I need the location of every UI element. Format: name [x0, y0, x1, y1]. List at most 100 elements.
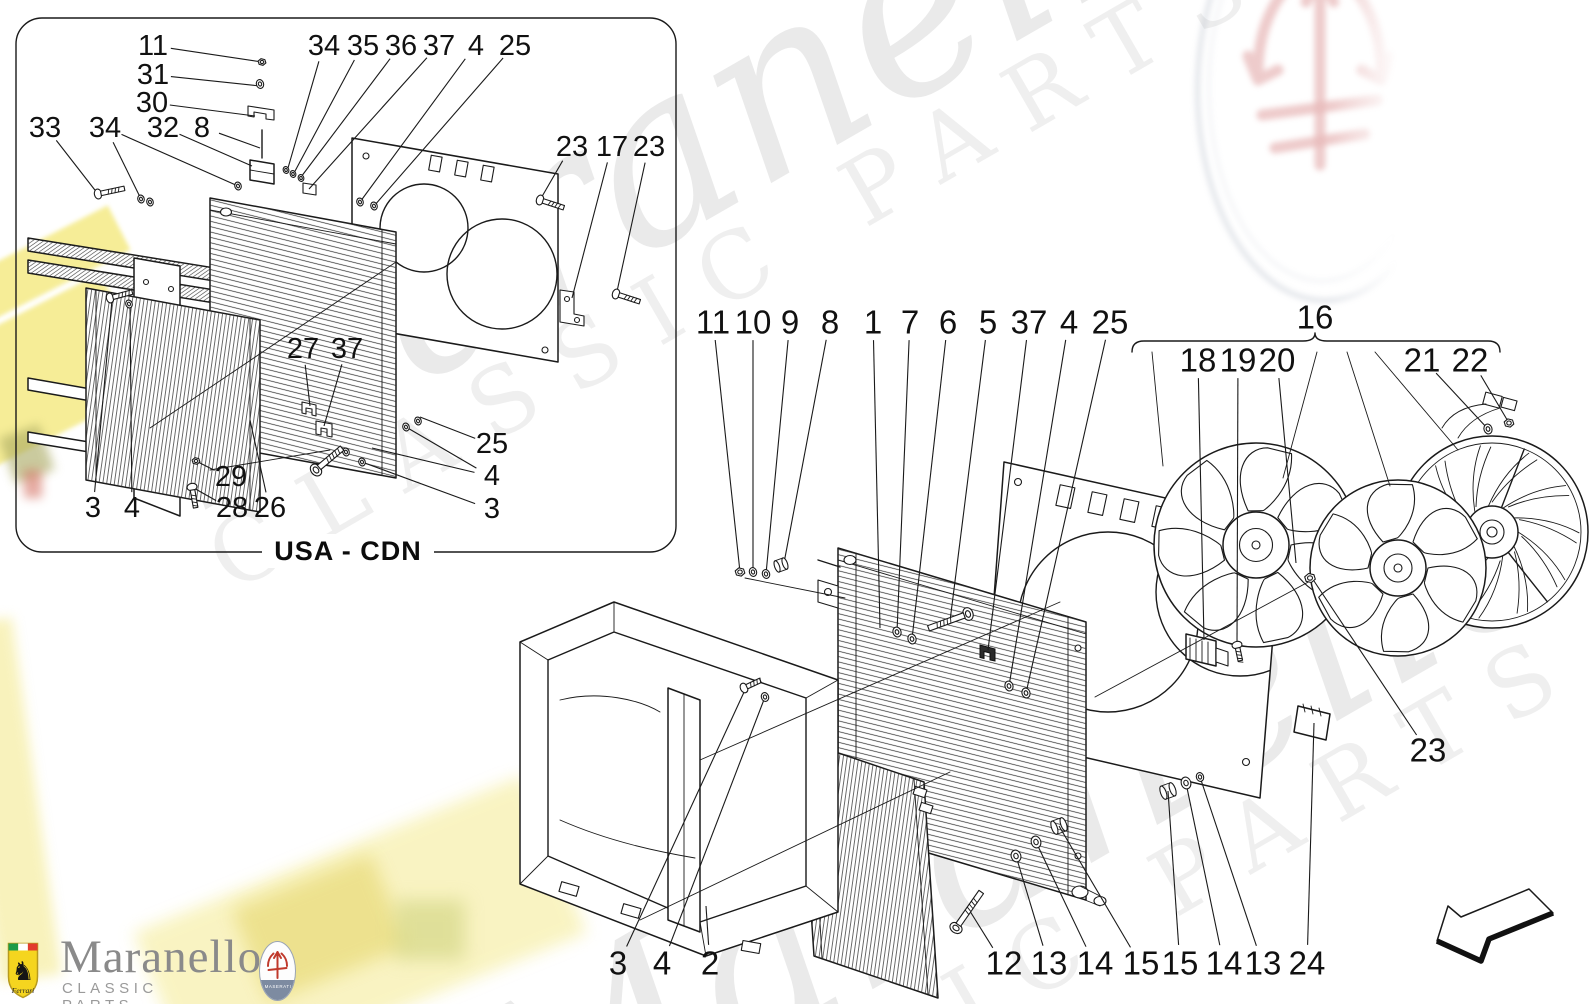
leader-line	[359, 58, 466, 203]
leader-line	[169, 104, 256, 117]
leader-line	[308, 57, 428, 190]
leader-line	[323, 364, 343, 427]
washer-part	[760, 692, 770, 702]
leader-line	[1199, 776, 1257, 946]
leader-line	[179, 133, 253, 167]
callout-label: 4	[1060, 304, 1078, 341]
callout-label: 23	[556, 131, 588, 163]
callout-label: 14	[1077, 945, 1114, 982]
leader-line	[783, 339, 827, 564]
callout-label: 26	[254, 492, 286, 524]
washer-part	[402, 422, 410, 432]
leader-line	[1185, 782, 1221, 946]
washer-part	[1483, 423, 1493, 435]
washer-part	[414, 416, 422, 426]
callout-label: 15	[1123, 945, 1160, 982]
cooling-fan	[1309, 479, 1487, 657]
leader-line	[361, 461, 476, 505]
leader-line	[1015, 855, 1044, 946]
leader-line	[615, 162, 646, 297]
bushing-part	[773, 557, 789, 573]
leader-line	[1278, 378, 1297, 564]
callout-label: 4	[653, 945, 671, 982]
washer-part	[1004, 680, 1014, 692]
callout-label: 37	[423, 30, 455, 62]
leader-line	[967, 907, 994, 949]
screw-part	[1231, 640, 1244, 663]
callout-label: 12	[986, 945, 1023, 982]
svg-text:Ferrari: Ferrari	[11, 986, 35, 995]
logo-subtitle: CLASSIC PARTS	[62, 980, 158, 1004]
leader-line	[287, 61, 320, 169]
leader-line	[539, 160, 564, 201]
callout-label: 14	[1206, 945, 1243, 982]
callout-label: 28	[216, 492, 248, 524]
ferrari-shield-icon: ♞ Ferrari	[7, 942, 39, 999]
washer-part	[255, 79, 265, 89]
callout-label: 13	[1031, 945, 1068, 982]
callout-label: 32	[147, 112, 179, 144]
callout-label: 8	[821, 304, 839, 341]
leader-line	[170, 47, 263, 63]
leader-line	[911, 339, 947, 640]
callout-label: 16	[1297, 299, 1334, 336]
leader-line	[872, 340, 881, 629]
callout-label: 4	[124, 492, 140, 524]
leader-line	[300, 58, 391, 178]
leader-line	[765, 340, 789, 575]
leader-line	[668, 696, 766, 947]
leader-line	[949, 339, 986, 622]
leader-line	[987, 339, 1028, 651]
callout-label: 24	[1289, 945, 1326, 982]
screw-part	[739, 677, 762, 694]
leader-line	[405, 426, 477, 469]
callout-label: 23	[633, 131, 665, 163]
callout-label: 22	[1452, 342, 1489, 379]
callout-label: 25	[1092, 304, 1129, 341]
leader-line	[249, 419, 267, 493]
callout-label: 2	[701, 945, 719, 982]
callout-label: 21	[1404, 342, 1441, 379]
washer-part	[342, 447, 350, 457]
leader-line	[896, 340, 910, 633]
washer-part	[1010, 849, 1022, 863]
hardware-parts	[93, 58, 1515, 935]
direction-arrow-icon	[1435, 888, 1555, 964]
callout-label: 6	[939, 304, 957, 341]
leader-line	[1025, 339, 1107, 694]
inset-region-label: USA - CDN	[262, 534, 434, 568]
maserati-badge-icon: MASERATI	[259, 941, 296, 1001]
washer-part	[761, 569, 771, 579]
callout-label: 4	[468, 30, 484, 62]
callout-label: 9	[781, 304, 799, 341]
screw-part	[611, 288, 642, 305]
callout-label: 23	[1410, 732, 1447, 769]
leader-line	[218, 132, 261, 149]
callout-label: 5	[979, 304, 997, 341]
callout-label: 35	[347, 30, 379, 62]
main-drawing	[519, 332, 1589, 999]
leader-line	[1313, 580, 1418, 736]
leader-line	[371, 447, 475, 473]
bolt-part	[949, 889, 985, 935]
bushing-part	[1159, 782, 1177, 800]
leader-line	[170, 76, 261, 87]
callout-label: 29	[215, 461, 247, 493]
washer-part	[748, 567, 758, 577]
svg-text:♞: ♞	[11, 957, 34, 987]
callout-label: 37	[331, 333, 363, 365]
callout-label: 20	[1259, 342, 1296, 379]
washer-part	[356, 197, 364, 207]
washer-part	[1195, 772, 1205, 782]
callout-label: 15	[1162, 945, 1199, 982]
washer-part	[370, 201, 378, 211]
bolt-part	[309, 445, 345, 477]
leader-line	[293, 59, 355, 174]
callout-label: 25	[499, 30, 531, 62]
leader-line	[1167, 790, 1180, 945]
callout-label: 18	[1180, 342, 1217, 379]
washer-part	[137, 194, 145, 204]
callout-label: 4	[484, 460, 500, 492]
